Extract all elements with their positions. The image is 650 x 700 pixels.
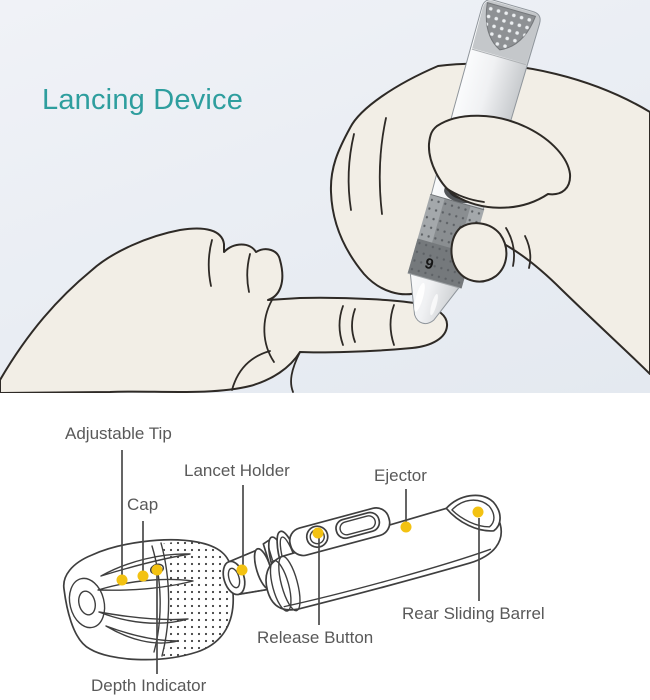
hero-illustration: 9 — [0, 0, 650, 393]
ejector-dot — [400, 521, 412, 533]
label-depth-indicator: Depth Indicator — [91, 676, 207, 695]
label-adjustable-tip: Adjustable Tip — [65, 424, 172, 443]
release-button-dot — [312, 527, 324, 539]
right-index-finger-illustration — [450, 222, 532, 283]
page-title: Lancing Device — [42, 84, 244, 116]
diagram-section: Adjustable Tip Lancet Holder Cap Ejector… — [0, 393, 650, 700]
depth-indicator-dot — [151, 564, 163, 576]
label-cap: Cap — [127, 495, 158, 514]
body-part-drawing — [265, 494, 503, 612]
lancet-holder-dot — [236, 564, 248, 576]
label-lancet-holder: Lancet Holder — [184, 461, 290, 480]
right-thumb-illustration — [427, 114, 572, 209]
cap-part-drawing — [62, 538, 235, 661]
label-rear-sliding-barrel: Rear Sliding Barrel — [402, 604, 545, 623]
rear-sliding-barrel-dot — [472, 506, 484, 518]
left-hand-illustration — [0, 227, 449, 393]
exploded-diagram: Adjustable Tip Lancet Holder Cap Ejector… — [62, 424, 545, 695]
adjustable-tip-dot — [116, 574, 128, 586]
cap-dot — [137, 570, 149, 582]
label-ejector: Ejector — [374, 466, 427, 485]
label-release-button: Release Button — [257, 628, 373, 647]
hero-section: 9 Lancing Device — [0, 0, 650, 393]
